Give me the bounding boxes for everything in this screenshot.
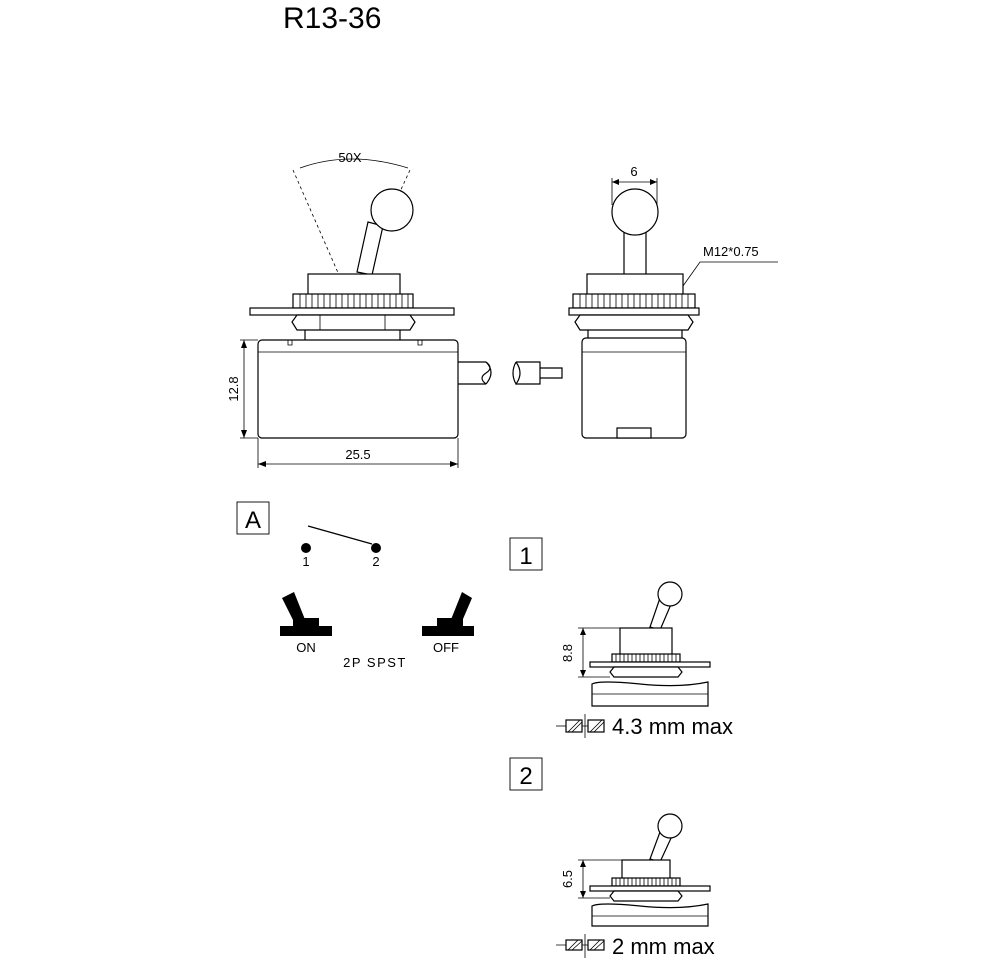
option-1-height-label: 8.8 bbox=[560, 644, 575, 662]
lever-width-label: 6 bbox=[630, 164, 637, 179]
toggle-lever bbox=[356, 188, 414, 276]
contact-2-label: 2 bbox=[372, 554, 379, 569]
mount-option-2: 2 6.5 2 mm max bbox=[509, 757, 715, 959]
option-1-panel-label: 4.3 mm max bbox=[612, 714, 733, 739]
section-a-box bbox=[236, 501, 270, 535]
thread-leader bbox=[682, 261, 778, 287]
option-1-number: 1 bbox=[519, 543, 532, 570]
on-position-symbol bbox=[280, 592, 332, 636]
part-number-title: R13-36 bbox=[283, 2, 381, 35]
side-mounting-plate bbox=[568, 307, 700, 316]
off-label: OFF bbox=[433, 640, 459, 655]
body-notches bbox=[287, 340, 423, 346]
bushing bbox=[307, 273, 401, 297]
switch-blade bbox=[307, 525, 373, 545]
on-label: ON bbox=[296, 640, 316, 655]
option-1-box bbox=[509, 537, 543, 571]
option-2-height-label: 6.5 bbox=[560, 870, 575, 888]
side-terminal-slot bbox=[616, 427, 652, 439]
front-view: 50X bbox=[226, 150, 563, 468]
thread-label: M12*0.75 bbox=[703, 244, 759, 259]
angle-arc bbox=[299, 158, 409, 169]
side-bushing bbox=[586, 273, 684, 297]
schematic-section: A 1 2 ON OFF 2P SPST bbox=[236, 501, 474, 670]
option-2-box bbox=[509, 757, 543, 791]
side-view: 6 M12*0.75 bbox=[568, 164, 778, 439]
width-dimension: 25.5 bbox=[257, 438, 459, 468]
switch-body bbox=[257, 339, 459, 439]
side-knurled-nut bbox=[572, 293, 696, 309]
side-switch-body bbox=[581, 337, 687, 439]
section-a-letter: A bbox=[245, 507, 261, 534]
mounting-plate bbox=[249, 307, 455, 316]
bushing-neck bbox=[304, 330, 401, 340]
width-label: 25.5 bbox=[345, 447, 370, 462]
height-dimension: 12.8 bbox=[226, 339, 258, 439]
panel-thickness-icon-1 bbox=[556, 714, 605, 738]
terminal-wire bbox=[458, 361, 563, 386]
contact-1-label: 1 bbox=[302, 554, 309, 569]
off-position-symbol bbox=[422, 592, 474, 636]
hex-nut bbox=[291, 314, 416, 331]
height-label: 12.8 bbox=[226, 376, 241, 401]
angle-label: 50X bbox=[338, 150, 361, 165]
side-hex-nut bbox=[574, 314, 694, 331]
contact-2-dot bbox=[371, 543, 381, 553]
knurled-nut bbox=[292, 293, 414, 309]
switch-type-label: 2P SPST bbox=[343, 655, 407, 670]
panel-thickness-icon-2 bbox=[556, 934, 605, 958]
contact-1-dot bbox=[301, 543, 311, 553]
option-2-panel-label: 2 mm max bbox=[612, 934, 715, 959]
side-lever bbox=[611, 188, 659, 277]
option-2-number: 2 bbox=[519, 763, 532, 790]
mount-option-1: 1 8.8 4.3 mm max bbox=[509, 537, 733, 739]
